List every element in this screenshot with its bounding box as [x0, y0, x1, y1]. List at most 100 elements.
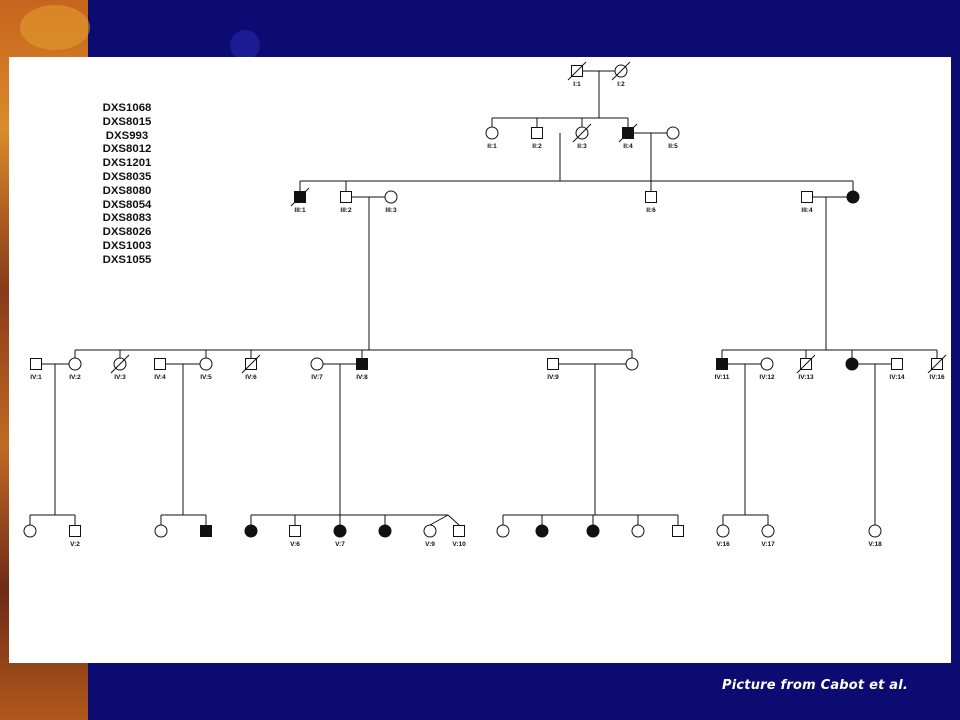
male-square-iii-1: III:1: [290, 187, 310, 214]
marker-label: DXS1003: [102, 239, 152, 252]
female-circle-iv-7: IV:7: [310, 357, 324, 381]
female-circle-v-11: [496, 524, 510, 538]
marker-label: DXS1068: [102, 102, 152, 114]
deceased-slash: [572, 123, 592, 143]
individual-label: II:4: [623, 143, 633, 150]
female-circle-iv-5: IV:5: [199, 357, 213, 381]
individual-label: V:16: [716, 541, 730, 548]
decorative-blob: [20, 5, 90, 50]
individual-label: IV:14: [889, 374, 905, 381]
male-square-v-6: V:6: [289, 525, 301, 548]
individual-label: IV:9: [547, 374, 559, 381]
deceased-slash: [110, 354, 130, 374]
individual-label: IV:4: [154, 374, 166, 381]
male-square-iii-4: III:4: [801, 191, 813, 214]
male-square-ii-2: II:2: [531, 127, 543, 150]
individual-label: III:4: [801, 207, 813, 214]
male-square-ii-4: II:4: [618, 123, 638, 150]
individual-label: IV:1: [30, 374, 42, 381]
marker-label: DXS8083: [102, 212, 152, 225]
deceased-slash: [618, 123, 638, 143]
female-circle-v-3: [154, 524, 168, 538]
female-circle-iv-10: [625, 357, 639, 371]
individual-label: II:6: [646, 207, 656, 214]
deceased-slash: [611, 61, 631, 81]
male-square-iv-11: IV:11: [715, 358, 730, 381]
decorative-blob: [230, 30, 260, 60]
male-square-iv-9: IV:9: [547, 358, 559, 381]
marker-label: DXS8080: [102, 184, 152, 197]
individual-label: IV:3: [114, 374, 126, 381]
female-circle-v-14: [631, 524, 645, 538]
individual-label: IV:7: [311, 374, 323, 381]
individual-label: I:2: [617, 81, 625, 88]
female-circle-iv-3: IV:3: [110, 354, 130, 381]
individual-label: II:3: [577, 143, 587, 150]
individual-label: V:2: [70, 541, 80, 548]
pedigree-connector-line: [429, 514, 449, 526]
individual-label: V:10: [452, 541, 466, 548]
marker-label: DXS8012: [102, 143, 152, 156]
male-square-v-10: V:10: [452, 525, 466, 548]
male-square-v-4: [200, 525, 212, 537]
individual-label: I:1: [573, 81, 581, 88]
pedigree-chart: I:1 I:2II:1 II:2 II:3 II:4 II:5II:6 III:1 III:2…: [23, 61, 947, 548]
female-circle-i-2: I:2: [611, 61, 631, 88]
deceased-slash: [796, 354, 816, 374]
individual-label: V:18: [868, 541, 882, 548]
individual-label: IV:16: [929, 374, 945, 381]
male-square-iv-13: IV:13: [796, 354, 816, 381]
female-circle-iii-5: [846, 190, 860, 204]
male-square-iv-6: IV:6: [241, 354, 261, 381]
individual-label: IV:8: [356, 374, 368, 381]
deceased-slash: [567, 61, 587, 81]
individual-label: IV:6: [245, 374, 257, 381]
deceased-slash: [241, 354, 261, 374]
female-circle-v-5: [244, 524, 258, 538]
female-circle-ii-3: II:3: [572, 123, 592, 150]
marker-label: DXS8015: [102, 115, 152, 128]
female-circle-ii-1: II:1: [485, 126, 499, 150]
individual-label: II:1: [487, 143, 497, 150]
male-square-iv-16: IV:16: [927, 354, 947, 381]
female-circle-v-1: [23, 524, 37, 538]
individual-label: II:5: [668, 143, 678, 150]
male-square-ii-6: II:6: [645, 191, 657, 214]
female-circle-v-17: V:17: [761, 524, 775, 548]
deceased-slash: [290, 187, 310, 207]
marker-label: DXS993: [105, 129, 149, 142]
female-circle-v-16: V:16: [716, 524, 730, 548]
pedigree-symbols: I:1 I:2II:1 II:2 II:3 II:4 II:5II:6 III:1 III:2…: [23, 61, 947, 548]
individual-label: III:2: [340, 207, 352, 214]
individual-label: IV:2: [69, 374, 81, 381]
pedigree-panel: DXS1068 DXS8015 DXS993 DXS8012 DXS1201 D…: [9, 57, 951, 663]
individual-label: V:6: [290, 541, 300, 548]
marker-label: DXS8054: [102, 198, 152, 211]
pedigree-connector-line: [447, 514, 460, 526]
male-square-iii-2: III:2: [340, 191, 352, 214]
marker-label: DXS8035: [102, 170, 152, 183]
female-circle-v-7: V:7: [333, 524, 347, 548]
individual-label: III:1: [294, 207, 306, 214]
individual-label: V:7: [335, 541, 345, 548]
male-square-v-15: [672, 525, 684, 537]
female-circle-v-13: [586, 524, 600, 538]
marker-label: DXS1201: [102, 157, 152, 170]
marker-label: DXS1055: [102, 253, 152, 266]
male-square-iv-14: IV:14: [889, 358, 905, 381]
individual-label: IV:13: [798, 374, 814, 381]
female-circle-v-9: V:9: [423, 524, 437, 548]
female-circle-iv-2: IV:2: [68, 357, 82, 381]
image-credit: Picture from Cabot et al.: [722, 678, 908, 693]
individual-label: V:17: [761, 541, 775, 548]
individual-label: II:2: [532, 143, 542, 150]
male-square-v-2: V:2: [69, 525, 81, 548]
marker-label: DXS8026: [102, 226, 152, 239]
marker-list: DXS1068 DXS8015 DXS993 DXS8012 DXS1201 D…: [71, 102, 183, 268]
male-square-iv-4: IV:4: [154, 358, 166, 381]
female-circle-v-18: V:18: [868, 524, 882, 548]
pedigree-lines: [29, 70, 938, 526]
female-circle-ii-5: II:5: [666, 126, 680, 150]
male-square-iv-8: IV:8: [356, 358, 368, 381]
male-square-i-1: I:1: [567, 61, 587, 88]
